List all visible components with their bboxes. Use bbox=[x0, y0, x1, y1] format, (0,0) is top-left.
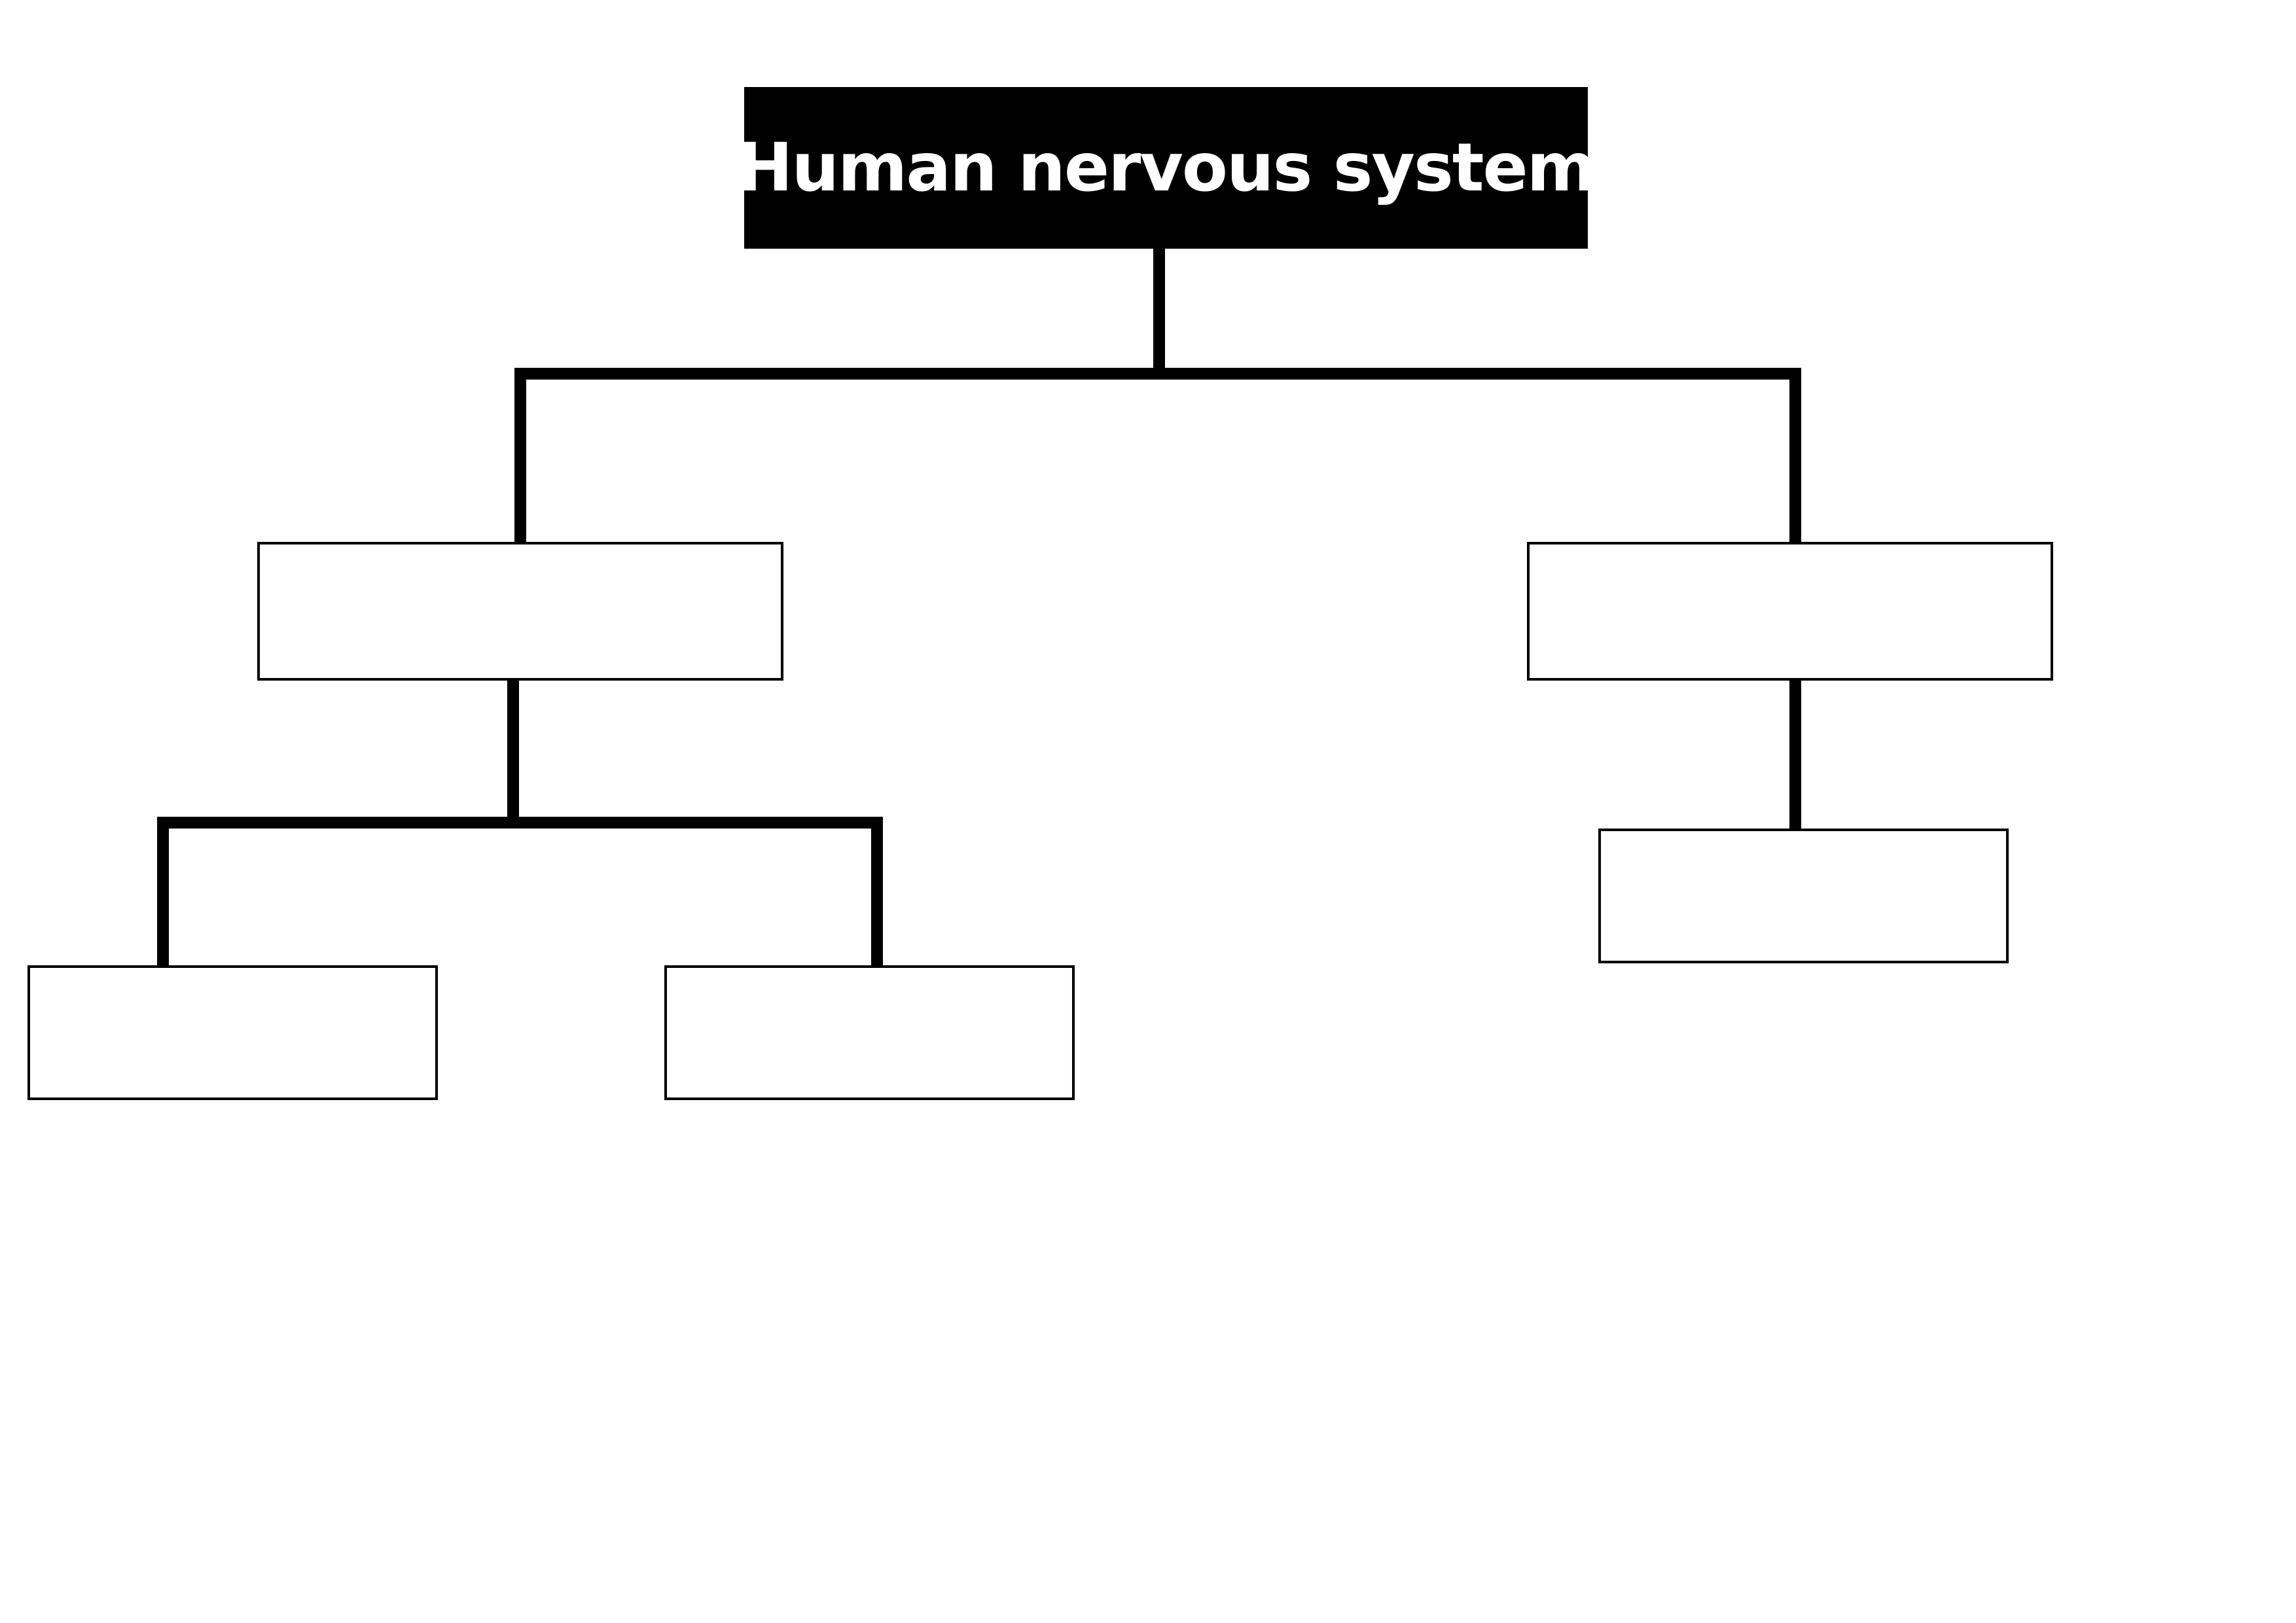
node-level2-left-a[interactable] bbox=[27, 965, 438, 1100]
root-title: Human nervous system bbox=[737, 129, 1596, 207]
root-node: Human nervous system bbox=[737, 87, 1596, 249]
node-level1-right[interactable] bbox=[1527, 542, 2053, 681]
node-level2-left-b[interactable] bbox=[664, 965, 1075, 1100]
node-level2-right-a[interactable] bbox=[1598, 829, 2009, 963]
node-level1-left[interactable] bbox=[257, 542, 783, 681]
